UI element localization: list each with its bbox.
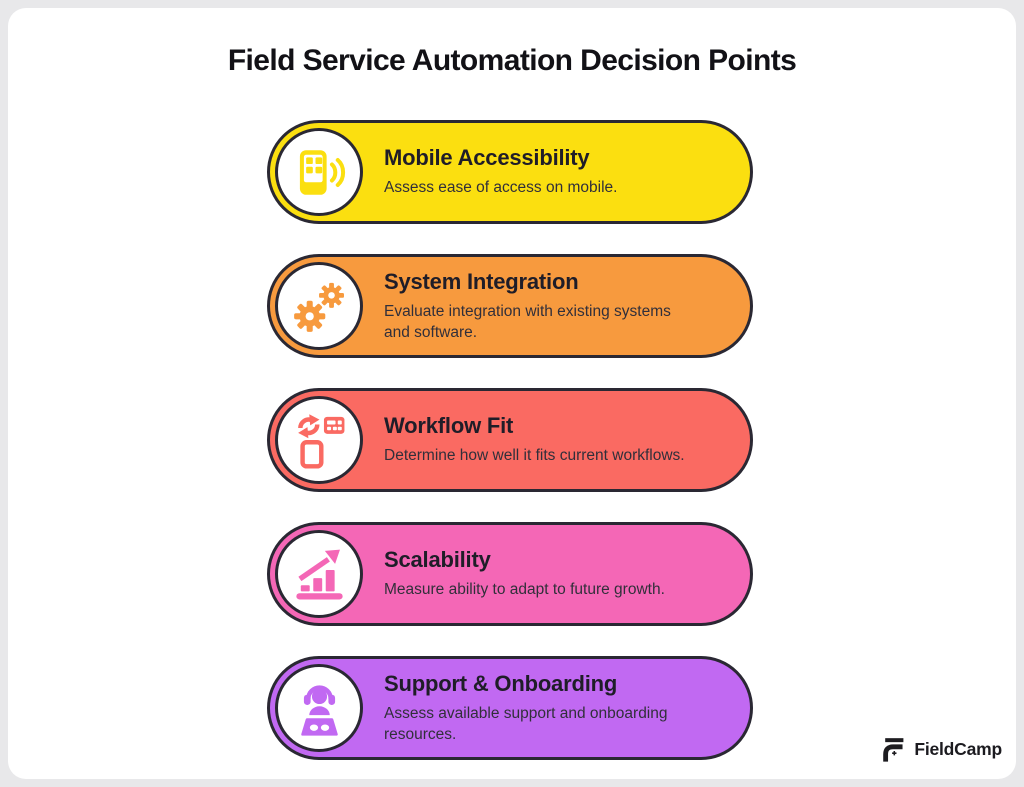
- support-agent-icon: [300, 684, 338, 736]
- row-texts: Mobile Accessibility Assess ease of acce…: [384, 145, 750, 198]
- row-support-onboarding: Support & Onboarding Assess available su…: [267, 656, 753, 760]
- icon-badge: [275, 664, 363, 752]
- row-texts: Scalability Measure ability to adapt to …: [384, 547, 750, 600]
- row-scalability: Scalability Measure ability to adapt to …: [267, 522, 753, 626]
- row-texts: Workflow Fit Determine how well it fits …: [384, 413, 750, 466]
- device-sync-icon: [297, 413, 344, 469]
- rows-container: Mobile Accessibility Assess ease of acce…: [267, 120, 753, 760]
- icon-badge: [275, 128, 363, 216]
- row-description: Assess ease of access on mobile.: [384, 179, 618, 197]
- mobile-signal-icon: [299, 149, 345, 195]
- row-title: Support & Onboarding: [384, 671, 618, 697]
- row-description: Assess available support and onboarding …: [384, 705, 668, 743]
- row-description: Measure ability to adapt to future growt…: [384, 581, 665, 599]
- row-texts: System Integration Evaluate integration …: [384, 269, 750, 342]
- page-title: Field Service Automation Decision Points: [227, 44, 797, 77]
- row-description: Determine how well it fits current workf…: [384, 447, 685, 465]
- icon-badge: [275, 396, 363, 484]
- row-title: Mobile Accessibility: [384, 145, 590, 171]
- row-texts: Support & Onboarding Assess available su…: [384, 671, 750, 744]
- growth-arrow-chart-icon: [295, 549, 343, 599]
- row-title: Workflow Fit: [384, 413, 514, 439]
- row-title: Scalability: [384, 547, 491, 573]
- row-system-integration: System Integration Evaluate integration …: [267, 254, 753, 358]
- row-description: Evaluate integration with existing syste…: [384, 303, 671, 341]
- brand-name: FieldCamp: [914, 738, 1002, 759]
- row-workflow-fit: Workflow Fit Determine how well it fits …: [267, 388, 753, 492]
- row-mobile-accessibility: Mobile Accessibility Assess ease of acce…: [267, 120, 753, 224]
- icon-badge: [275, 530, 363, 618]
- fieldcamp-logo-icon: [883, 738, 904, 762]
- gears-icon: [293, 282, 344, 332]
- icon-badge: [275, 262, 363, 350]
- row-title: System Integration: [384, 269, 579, 295]
- brand-logo: FieldCamp: [880, 735, 1002, 763]
